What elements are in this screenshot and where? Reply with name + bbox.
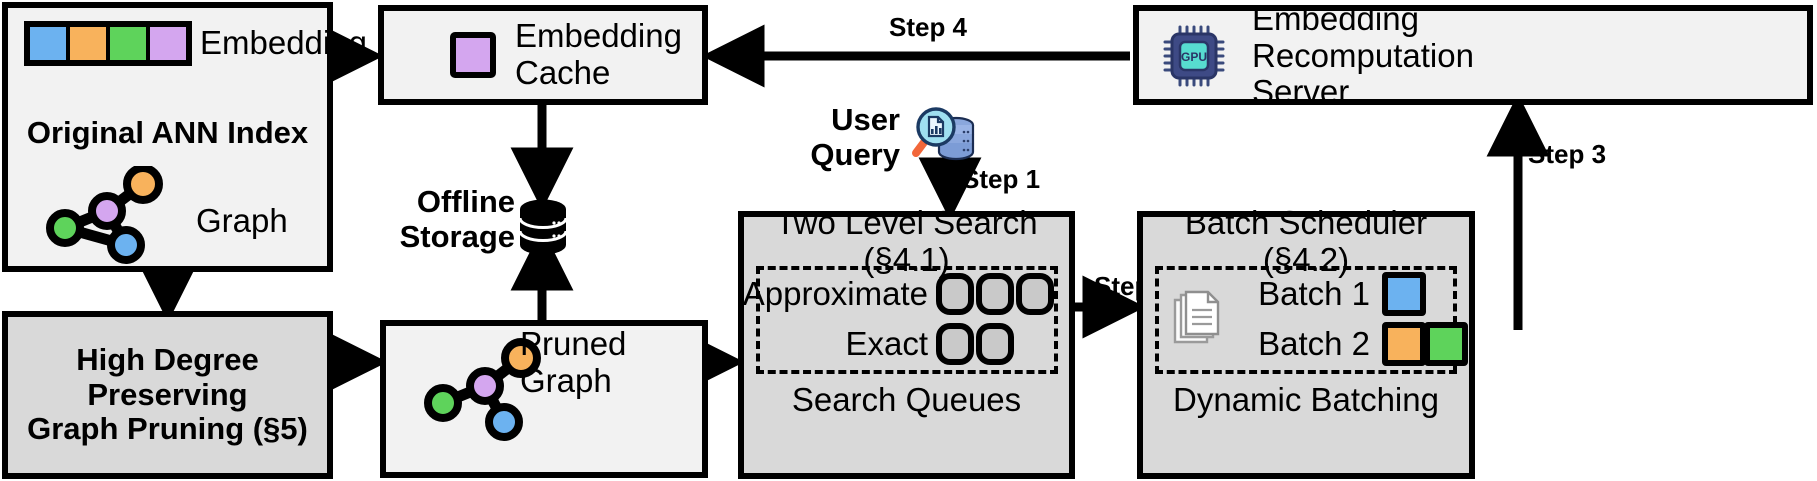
approximate-queue-label: Approximate bbox=[742, 274, 928, 312]
embedding-label: Embedding bbox=[200, 23, 367, 61]
batch-2-swatch-green bbox=[1424, 322, 1468, 366]
embedding-cache-panel bbox=[378, 5, 708, 105]
step-1-label: Step 1 bbox=[962, 164, 1041, 195]
embedding-cell-blue bbox=[30, 27, 70, 60]
embedding-cache-swatch bbox=[450, 32, 496, 78]
dynamic-batching-footer: Dynamic Batching bbox=[1173, 380, 1439, 418]
database-icon bbox=[518, 199, 568, 255]
search-queues-footer: Search Queues bbox=[791, 380, 1022, 418]
step-3-label: Step 3 bbox=[1528, 139, 1607, 170]
embedding-cache-title: Embedding Cache bbox=[515, 17, 682, 91]
original-ann-index-title: Original ANN Index bbox=[26, 114, 309, 150]
embedding-cell-green bbox=[110, 27, 150, 60]
two-level-search-title: Two Level Search (§4.1) bbox=[775, 204, 1038, 278]
offline-storage-label: Offline Storage bbox=[399, 184, 515, 254]
embedding-cell-orange bbox=[70, 27, 110, 60]
batch-2-label: Batch 2 bbox=[1258, 324, 1370, 362]
documents-icon bbox=[1173, 290, 1220, 344]
gpu-chip-icon: GPU bbox=[1163, 25, 1225, 87]
user-query-label: User Query bbox=[810, 102, 900, 172]
recomputation-server-title: Embedding Recomputation Server bbox=[1252, 0, 1474, 111]
exact-queue-label: Exact bbox=[845, 324, 928, 362]
graph-pruning-title: High Degree Preserving Graph Pruning (§5… bbox=[27, 341, 308, 447]
recomputation-server-panel bbox=[1133, 5, 1813, 105]
batch-1-label: Batch 1 bbox=[1258, 274, 1370, 312]
step-4-label: Step 4 bbox=[888, 12, 968, 43]
graph-pruning-panel bbox=[2, 311, 333, 479]
exact-slot-1 bbox=[936, 323, 974, 365]
graph-label: Graph bbox=[196, 201, 288, 239]
search-database-icon bbox=[912, 107, 975, 161]
approximate-slot-1 bbox=[936, 273, 974, 315]
exact-slot-2 bbox=[976, 323, 1014, 365]
approximate-slot-2 bbox=[976, 273, 1014, 315]
approximate-slot-3 bbox=[1016, 273, 1054, 315]
batch-scheduler-title: Batch Scheduler (§4.2) bbox=[1184, 204, 1428, 278]
embedding-strip bbox=[24, 21, 192, 66]
pruned-graph-icon bbox=[424, 338, 541, 441]
dynamic-batching-group bbox=[1155, 266, 1457, 374]
pruned-graph-label: Pruned Graph bbox=[520, 325, 627, 399]
original-graph-icon bbox=[46, 166, 163, 264]
embedding-cell-purple bbox=[150, 27, 186, 60]
batch-2-swatch-orange bbox=[1382, 322, 1426, 366]
two-level-search-panel bbox=[738, 211, 1075, 479]
gpu-chip-icon-text: GPU bbox=[1181, 50, 1207, 64]
search-queues-group bbox=[756, 266, 1058, 374]
batch-1-swatch-blue bbox=[1382, 272, 1426, 316]
